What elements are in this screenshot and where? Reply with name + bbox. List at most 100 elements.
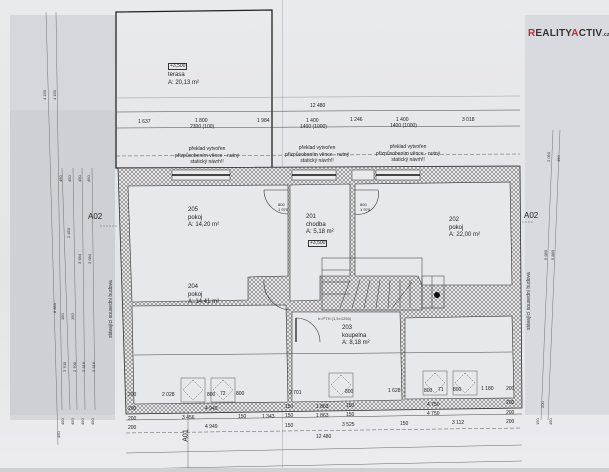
door-tag-width: 800 — [278, 202, 285, 207]
right-dim: 450 — [548, 418, 553, 425]
right-dim: 5 980 — [543, 249, 548, 260]
room-number: 202 — [449, 217, 460, 223]
note-line: statický návrh!! — [190, 159, 224, 165]
door-tag-height: 1 970 — [360, 207, 371, 212]
room-area: A: 5,18 m² — [306, 229, 334, 235]
bottom-dim: 200 — [128, 425, 137, 431]
note-line: přizpůsobením věnce - nutný — [175, 152, 240, 159]
bottom-dim: 800 — [236, 391, 245, 397]
left-dim: 2 700 — [62, 361, 67, 372]
right-dim: 2 050 — [546, 151, 551, 162]
left-dim: 450 — [80, 418, 85, 425]
left-dim: 450 — [86, 175, 91, 182]
top-dim-6: 1 400 — [396, 117, 409, 123]
right-dim: 450 — [556, 155, 561, 162]
left-dim: 3 684 — [87, 253, 92, 264]
window-size-2: 1400 (1000) — [300, 124, 327, 130]
note-line: statický návrh!! — [300, 158, 334, 164]
bottom-dim: 150 — [346, 412, 355, 418]
bottom-dim: 200 — [128, 416, 137, 422]
bottom-dim: 150 — [238, 414, 247, 420]
paper-shade-left-lower — [10, 110, 115, 415]
room-201: 201 chodba A: 5,18 m² — [306, 214, 334, 237]
room-name: pokoj — [188, 291, 203, 298]
room-number: 201 — [306, 214, 317, 220]
window-note-1: překlad vytvořen přizpůsobením věnce - n… — [175, 146, 239, 166]
bottom-dim: 2 028 — [162, 392, 175, 398]
window-note-2: překlad vytvořen přizpůsobením věnce - n… — [285, 145, 349, 165]
logo-eality: EALITY — [535, 28, 572, 39]
bottom-dim: 1 343 — [262, 414, 275, 420]
left-dim: 450 — [90, 418, 95, 425]
terrace-area: A: 20,13 m² — [168, 79, 200, 86]
note-line: statický návrh!! — [391, 157, 425, 163]
bottom-dim: 800 — [207, 392, 216, 398]
bottom-dim: 1 863 — [316, 404, 329, 410]
bottom-dim: 4 949 — [205, 406, 218, 412]
stair-note: h=PTH (1,5×1250) — [318, 316, 352, 321]
left-dim: 450 — [58, 175, 63, 182]
bottom-dim: 150 — [285, 423, 294, 429]
left-dim: 150 — [70, 313, 75, 320]
left-dim: 4 150 — [52, 89, 57, 100]
bottom-dim: 200 — [128, 392, 137, 398]
terrace-name: terasa — [168, 72, 185, 78]
logo-tld: .cz — [602, 32, 609, 38]
side-note-right: stávající sousední budova — [526, 272, 532, 330]
room-area: A: 22,00 m² — [449, 232, 481, 238]
bottom-overall-dimension: 12 480 — [316, 434, 332, 440]
bottom-dim: 2 701 — [289, 390, 302, 396]
bottom-dim: 3 525 — [342, 422, 355, 428]
bottom-dim: 1 628 — [388, 388, 401, 394]
room-number: 204 — [188, 284, 199, 290]
room-name: pokoj — [188, 214, 203, 221]
bottom-dim: 1 863 — [316, 413, 329, 419]
bottom-dim: 4 750 — [427, 402, 440, 408]
bottom-dim: 800 — [453, 387, 462, 393]
note-line: přizpůsobením věnce - nutný — [285, 151, 350, 158]
logo-ctiv: CTIV — [578, 28, 603, 39]
left-dim: 2 450 — [66, 227, 71, 238]
room-name: pokoj — [449, 224, 464, 231]
bottom-dim: 200 — [506, 400, 515, 406]
bottom-dim: 800 — [345, 389, 354, 395]
logo: REALITYACTIV.cz — [528, 28, 609, 39]
left-dim: 150 — [60, 313, 65, 320]
bottom-dim: 3 112 — [452, 420, 465, 426]
top-dim-5: 1 246 — [350, 117, 363, 123]
room-name: koupelna — [342, 332, 367, 339]
bottom-dim: 3 456 — [182, 415, 195, 421]
note-line: překlad vytvořen — [298, 145, 336, 151]
door-tag-height: 1 970 — [278, 207, 289, 212]
left-dim: 2 316 — [81, 361, 86, 372]
terrace-label: terasa A: 20,13 m² — [168, 72, 199, 87]
window-note-3: překlad vytvořen přizpůsobením věnce - n… — [376, 144, 440, 164]
left-dim: 450 — [56, 431, 61, 438]
note-line: překlad vytvořen — [389, 144, 427, 150]
room-area: A: 14,20 m² — [188, 222, 220, 228]
bottom-dim: 150 — [400, 421, 409, 427]
side-note-left: stávající sousední budova — [108, 280, 114, 338]
bottom-dim: 1 180 — [481, 386, 494, 392]
bottom-dim: 800 — [424, 388, 433, 394]
top-dim-2: 1 800 — [195, 118, 208, 124]
section-mark-bottom: A01 — [182, 429, 190, 442]
top-dim-3: 1 984 — [257, 118, 270, 124]
left-dim: 450 — [77, 175, 82, 182]
section-mark-right: A02 — [524, 211, 539, 220]
left-dim: 450 — [60, 418, 65, 425]
left-dim: 8 880 — [52, 302, 57, 313]
room-area: A: 14,41 m² — [188, 299, 220, 305]
right-dim: 150 — [535, 418, 540, 425]
bottom-dim: 200 — [128, 406, 137, 412]
bottom-dim: 150 — [346, 403, 355, 409]
top-dim-1: 1 637 — [138, 119, 151, 125]
right-dim: 200 — [540, 401, 545, 408]
room-205: 205 pokoj A: 14,20 m² — [188, 207, 219, 230]
bottom-dim: 72 — [220, 391, 226, 397]
note-line: přizpůsobením věnce - nutný — [376, 150, 441, 157]
right-dim: 5 880 — [550, 249, 555, 260]
bottom-dim: 200 — [506, 419, 515, 425]
bottom-dim: 71 — [438, 387, 444, 393]
